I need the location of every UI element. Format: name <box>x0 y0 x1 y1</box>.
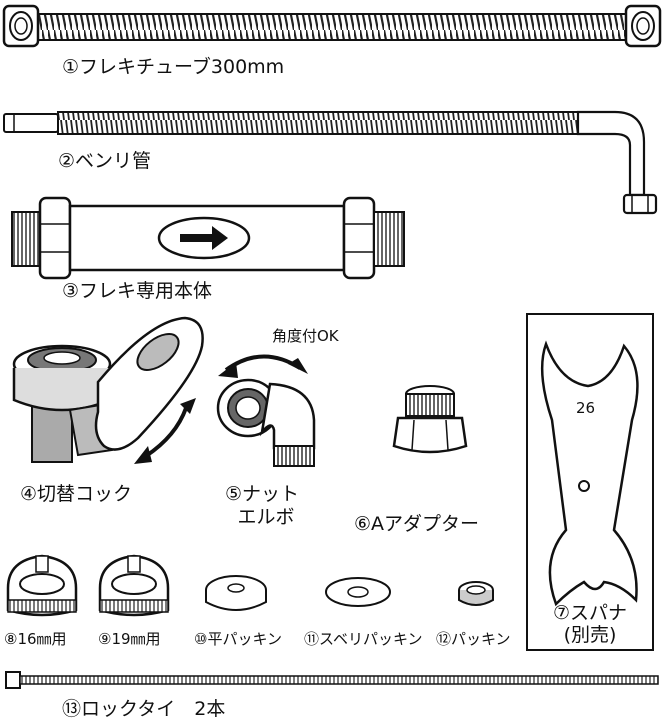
label-ring-16mm: ⑧16㎜用 <box>4 630 67 648</box>
slip-packing-illustration <box>325 577 391 607</box>
spanner-illustration <box>540 340 639 607</box>
label-flexible-tube: ①フレキチューブ300mm <box>62 56 285 78</box>
angle-note: 角度付OK <box>272 327 339 345</box>
label-slip-packing: ⑪スベリパッキン <box>304 630 423 648</box>
label-spanner-line2: (別売) <box>563 624 617 646</box>
label-nut-elbow-line2: エルボ <box>237 506 295 528</box>
nut-elbow-illustration <box>216 354 316 467</box>
spanner-frame <box>526 313 654 651</box>
lock-tie-illustration <box>5 671 659 689</box>
label-spanner-line1: ⑦スパナ <box>552 602 628 624</box>
label-flat-packing: ⑩平パッキン <box>194 630 282 648</box>
flat-packing-illustration <box>205 575 267 611</box>
label-switch-cock: ④切替コック <box>20 483 133 505</box>
a-adapter-illustration <box>392 385 468 454</box>
flex-body-illustration <box>11 196 405 280</box>
label-flex-body: ③フレキ専用本体 <box>62 280 213 302</box>
label-nut-elbow-line1: ⑤ナット <box>224 483 300 505</box>
bent-pipe-illustration <box>3 110 658 215</box>
switch-cock-illustration <box>12 316 204 464</box>
spanner-size-mark: 26 <box>576 399 596 417</box>
label-bent-pipe: ②ベンリ管 <box>58 150 152 172</box>
ring-16mm-illustration <box>6 554 78 617</box>
label-a-adapter: ⑥Aアダプター <box>354 513 480 535</box>
packing-illustration <box>458 581 494 606</box>
flexible-tube-illustration <box>2 4 662 48</box>
ring-19mm-illustration <box>98 554 170 617</box>
label-lock-tie: ⑬ロックタイ 2本 <box>62 698 226 720</box>
label-ring-19mm: ⑨19㎜用 <box>98 630 161 648</box>
label-packing: ⑫パッキン <box>436 630 511 648</box>
